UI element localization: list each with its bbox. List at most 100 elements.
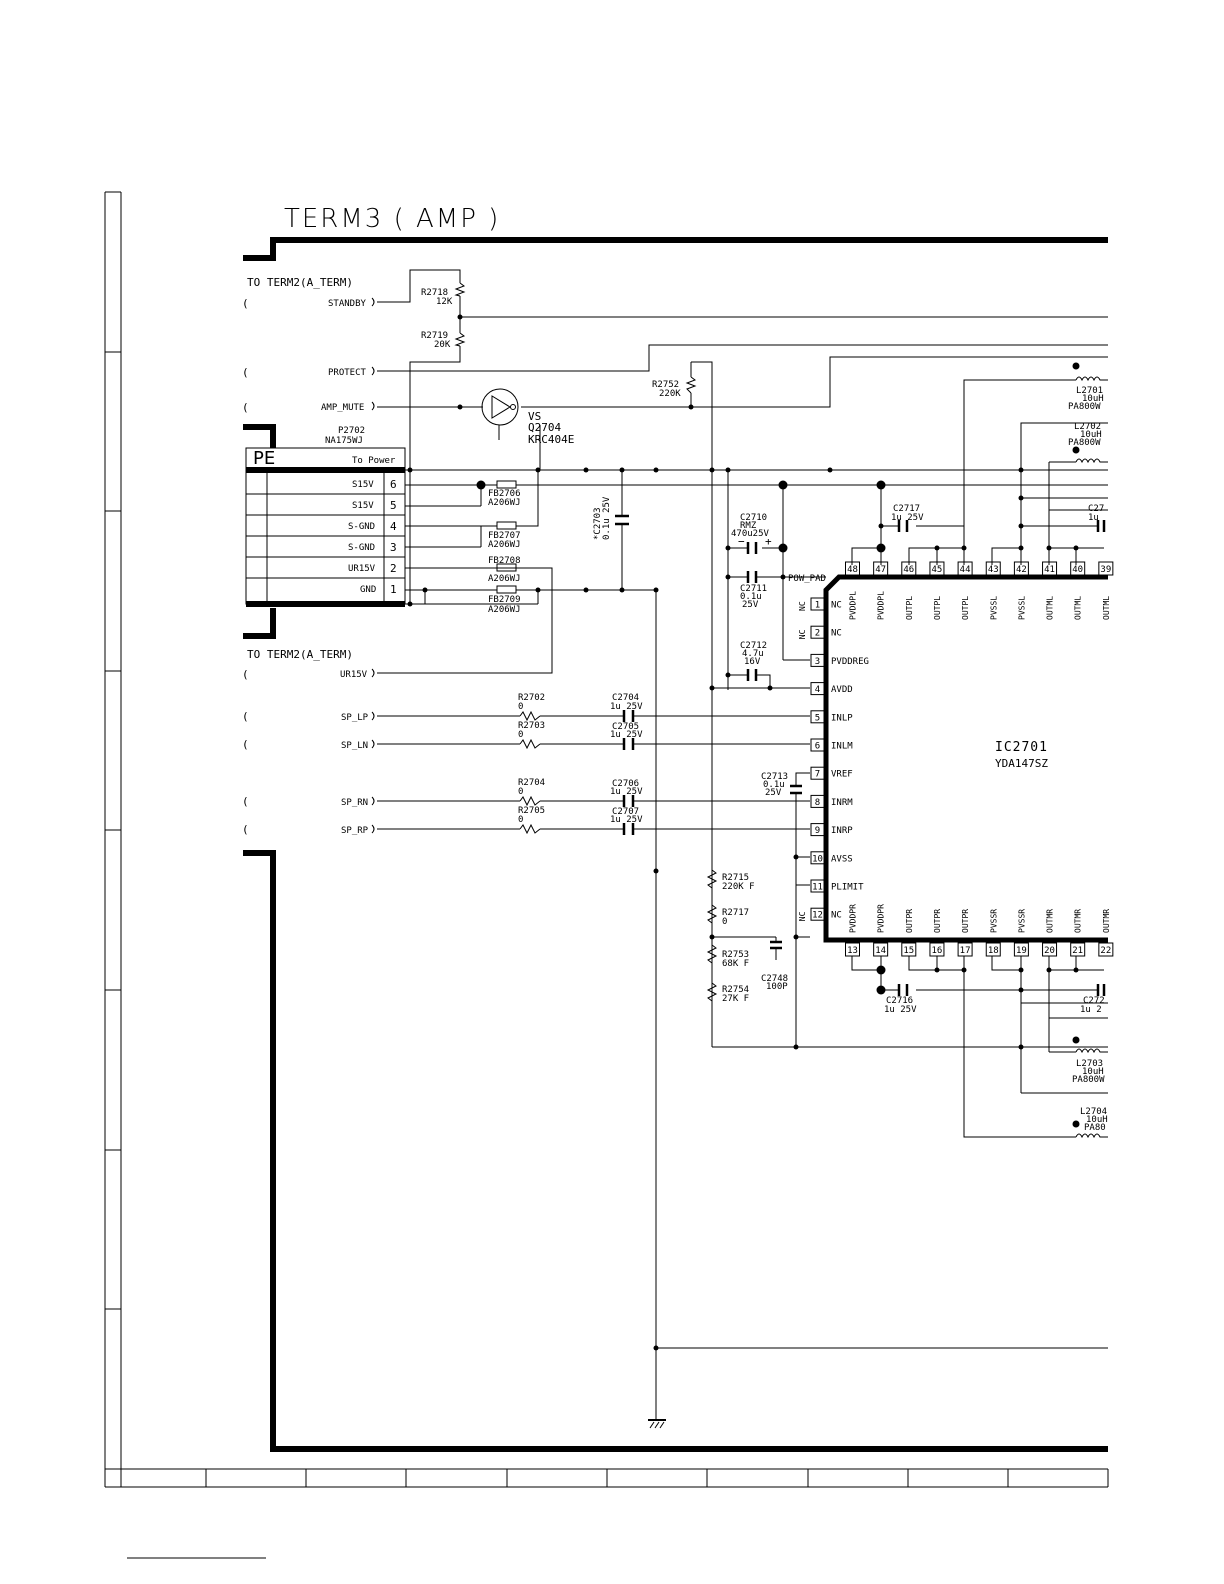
ic-pin-box bbox=[810, 625, 825, 639]
ic-pin-box bbox=[845, 561, 860, 576]
r2752-val: 220K bbox=[659, 389, 681, 399]
ic-pin-box bbox=[985, 942, 1001, 957]
r2704-val: 0 bbox=[518, 787, 523, 797]
c27-right-ref: C27 bbox=[1088, 504, 1104, 514]
c2705-val: 1u 25V bbox=[610, 730, 643, 740]
ic-pin-box bbox=[1042, 561, 1058, 576]
c2707-val: 1u 25V bbox=[610, 815, 643, 825]
svg-text:(: ( bbox=[242, 738, 249, 751]
junctions bbox=[407, 314, 1080, 1351]
ic-pin-label: OUTPR bbox=[933, 909, 942, 933]
ic-pin-label: NC bbox=[831, 629, 842, 639]
c2707-ref: C2707 bbox=[612, 807, 639, 817]
ic-pin-label: NC bbox=[831, 601, 842, 611]
l2702-val: PA800W bbox=[1068, 438, 1101, 448]
ic-pin-label: PVDDREG bbox=[831, 657, 869, 667]
ic-pin-nc-mark: NC bbox=[798, 911, 807, 921]
svg-text:(: ( bbox=[242, 795, 249, 808]
c2712-ref: C2712 bbox=[740, 641, 767, 651]
inductor-symbols bbox=[1075, 376, 1108, 1139]
ic-pin-label: OUTPL bbox=[933, 596, 942, 620]
ic-pin-number: 15 bbox=[903, 946, 914, 956]
ic-pin-box bbox=[810, 907, 825, 921]
l2703-ref: L2703 bbox=[1076, 1059, 1103, 1069]
ic-pin-number: 9 bbox=[815, 826, 820, 836]
ic-pin-box bbox=[1070, 561, 1086, 576]
r2754-val: 27K F bbox=[722, 994, 749, 1004]
ic-pin-label: OUTPR bbox=[961, 909, 970, 933]
ic-pin-box bbox=[810, 597, 825, 611]
ic-pin-box bbox=[873, 561, 889, 576]
ic-ref: IC2701 bbox=[995, 740, 1048, 755]
l2701-ref: L2701 bbox=[1076, 386, 1103, 396]
signal-amp-mute: AMP_MUTE bbox=[321, 403, 364, 413]
c27-right-val: 1u bbox=[1088, 513, 1099, 523]
ic-pin-number: 44 bbox=[960, 565, 971, 575]
r2702-val: 0 bbox=[518, 702, 523, 712]
ic-top-pins: 48PVDDPL47PVDDPL46OUTPL45OUTPL44OUTPL43P… bbox=[845, 561, 1114, 620]
c2704-val: 1u 25V bbox=[610, 702, 643, 712]
l2704-l2: 10uH bbox=[1086, 1115, 1108, 1125]
ic-pin-label: PVDDPL bbox=[877, 591, 886, 620]
ic-pin-number: 19 bbox=[1016, 946, 1027, 956]
ic-pin-label: PVSSL bbox=[1017, 596, 1026, 620]
signal-ur15v: UR15V bbox=[340, 670, 368, 680]
ic-pin-label: OUTPL bbox=[905, 596, 914, 620]
signal-sp-rp: SP_RP bbox=[341, 826, 369, 836]
ic-pin-number: 2 bbox=[815, 629, 820, 639]
connector-pin-num: 3 bbox=[390, 541, 397, 554]
connector-pin-name: UR15V bbox=[348, 564, 376, 574]
ic-pin-number: 21 bbox=[1072, 946, 1083, 956]
r2703-val: 0 bbox=[518, 730, 523, 740]
ic-pin-box bbox=[810, 653, 825, 667]
c272-right-ref: C272 bbox=[1083, 996, 1105, 1006]
to-term2-label-top: TO TERM2(A_TERM) bbox=[247, 276, 353, 289]
c2712-l2: 4.7u bbox=[742, 649, 764, 659]
ic-pin-number: 16 bbox=[932, 946, 943, 956]
c2710-l2: RMZ bbox=[740, 521, 757, 531]
ic-pin-label: OUTMR bbox=[1046, 909, 1055, 933]
ic-part: YDA147SZ bbox=[995, 757, 1048, 770]
c2717-ref: C2717 bbox=[893, 504, 920, 514]
c2716-val: 1u 25V bbox=[884, 1005, 917, 1015]
c2705-ref: C2705 bbox=[612, 722, 639, 732]
fb2709-val: A206WJ bbox=[488, 605, 521, 615]
ic-pin-box bbox=[810, 851, 825, 865]
ic-pin-box bbox=[810, 682, 825, 696]
l2702-l2: 10uH bbox=[1080, 430, 1102, 440]
signal-sp-ln: SP_LN bbox=[341, 741, 368, 751]
wires bbox=[377, 269, 1108, 1420]
ic-pin-number: 18 bbox=[988, 946, 999, 956]
svg-text:+: + bbox=[765, 535, 772, 548]
l2702-ref: L2702 bbox=[1074, 422, 1101, 432]
c2712-val: 16V bbox=[744, 657, 761, 667]
r2754-ref: R2754 bbox=[722, 985, 749, 995]
bead-symbols bbox=[496, 480, 517, 594]
connector-pin-name: GND bbox=[360, 585, 376, 595]
fb2707-ref: FB2707 bbox=[488, 531, 521, 541]
ic-pin-number: 6 bbox=[815, 742, 820, 752]
signal-sp-lp: SP_LP bbox=[341, 713, 369, 723]
c2706-val: 1u 25V bbox=[610, 787, 643, 797]
r2718-val: 12K bbox=[436, 297, 453, 307]
ic-pin-number: 11 bbox=[812, 883, 823, 893]
svg-text:−: − bbox=[738, 535, 745, 548]
fb2709-ref: FB2709 bbox=[488, 595, 521, 605]
c272-right-val: 1u 2 bbox=[1080, 1005, 1102, 1015]
transistor-part: KRC404E bbox=[528, 433, 574, 446]
c2711-ref: C2711 bbox=[740, 584, 767, 594]
ic-pin-box bbox=[985, 561, 1001, 576]
connector-subheader: To Power bbox=[352, 456, 396, 466]
l2701-val: PA800W bbox=[1068, 402, 1101, 412]
c2713-ref: C2713 bbox=[761, 772, 788, 782]
ic-pin-box bbox=[1013, 942, 1029, 957]
ic-pin-number: 40 bbox=[1072, 565, 1083, 575]
connector-ref: P2702 bbox=[338, 426, 365, 436]
ground-symbol bbox=[648, 1419, 666, 1429]
ic-pin-label: INRP bbox=[831, 826, 853, 836]
ic-pin-box bbox=[810, 766, 825, 780]
ic-pin-number: 42 bbox=[1016, 565, 1027, 575]
